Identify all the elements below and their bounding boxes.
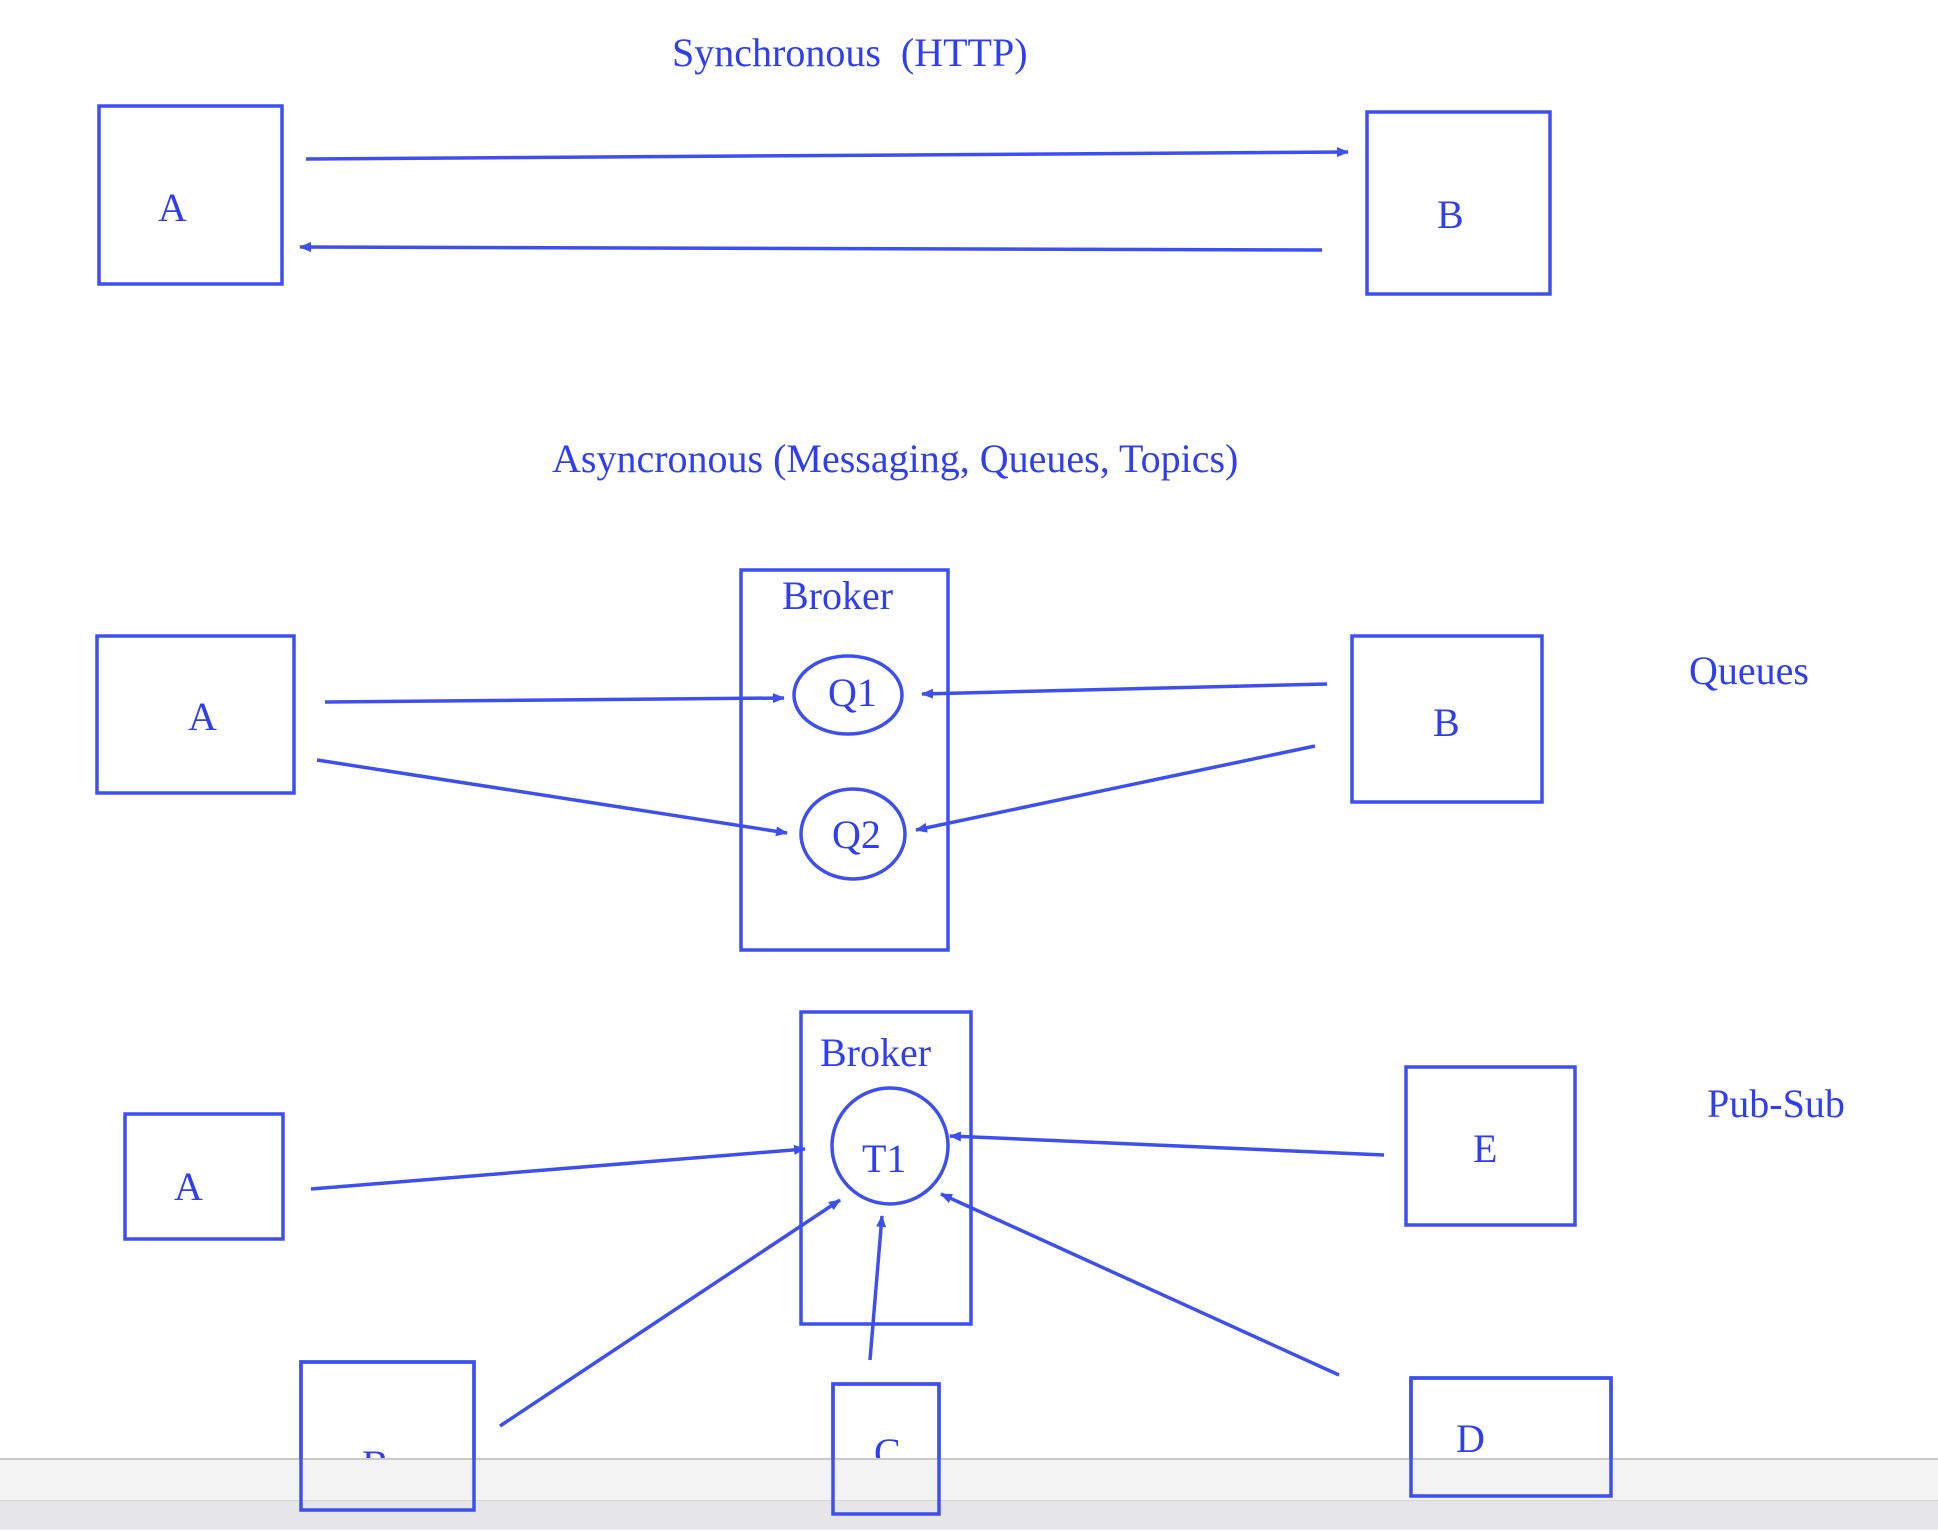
pubsub-b-to-t1-arrow [499,1198,841,1428]
queue-q1-label: Q1 [828,670,877,715]
pubsub-service-d-label: D [1456,1416,1485,1461]
queues-b-to-q1-arrow [921,682,1328,699]
async-title: Asyncronous (Messaging, Queues, Topics) [552,436,1238,481]
pubsub-c-to-t1-arrow [868,1215,887,1361]
queues-b-to-q2-arrow [915,744,1316,833]
queue-q2-label: Q2 [832,812,881,857]
pubsub-service-a-box [123,1112,285,1241]
queues-section-label: Queues [1689,648,1809,693]
sync-response-arrow [299,242,1323,253]
sync-request-arrow [305,147,1349,161]
queues-broker-label: Broker [782,573,893,618]
pubsub-a-to-t1-arrow [310,1144,806,1191]
bottom-scroll-strip [0,1500,1938,1529]
topic-t1-node [830,1086,950,1206]
sync-service-b-label: B [1437,192,1464,237]
pubsub-service-e-box [1404,1065,1577,1227]
pubsub-broker-box [799,1010,973,1326]
pubsub-e-to-t1-arrow [949,1131,1385,1157]
queues-service-b-label: B [1433,700,1460,745]
pubsub-d-to-t1-arrow [940,1192,1340,1377]
queues-service-a-label: A [188,694,217,739]
queue-q2-node [799,787,907,881]
sync-service-b-box [1365,110,1552,296]
queues-service-b-box [1350,634,1544,804]
pubsub-broker-label: Broker [820,1030,931,1075]
topic-t1-label: T1 [862,1136,906,1181]
queues-service-a-box [95,634,296,795]
queues-a-to-q1-arrow [324,693,785,704]
pubsub-service-a-label: A [174,1164,203,1209]
pubsub-service-e-label: E [1473,1126,1497,1171]
sync-title: Synchronous (HTTP) [672,30,1028,75]
queues-a-to-q2-arrow [316,758,788,837]
sync-service-a-box [97,104,284,286]
pubsub-section-label: Pub-Sub [1707,1081,1845,1126]
sync-service-a-label: A [158,185,187,230]
queues-broker-box [739,568,950,952]
queue-q1-node [792,654,904,736]
